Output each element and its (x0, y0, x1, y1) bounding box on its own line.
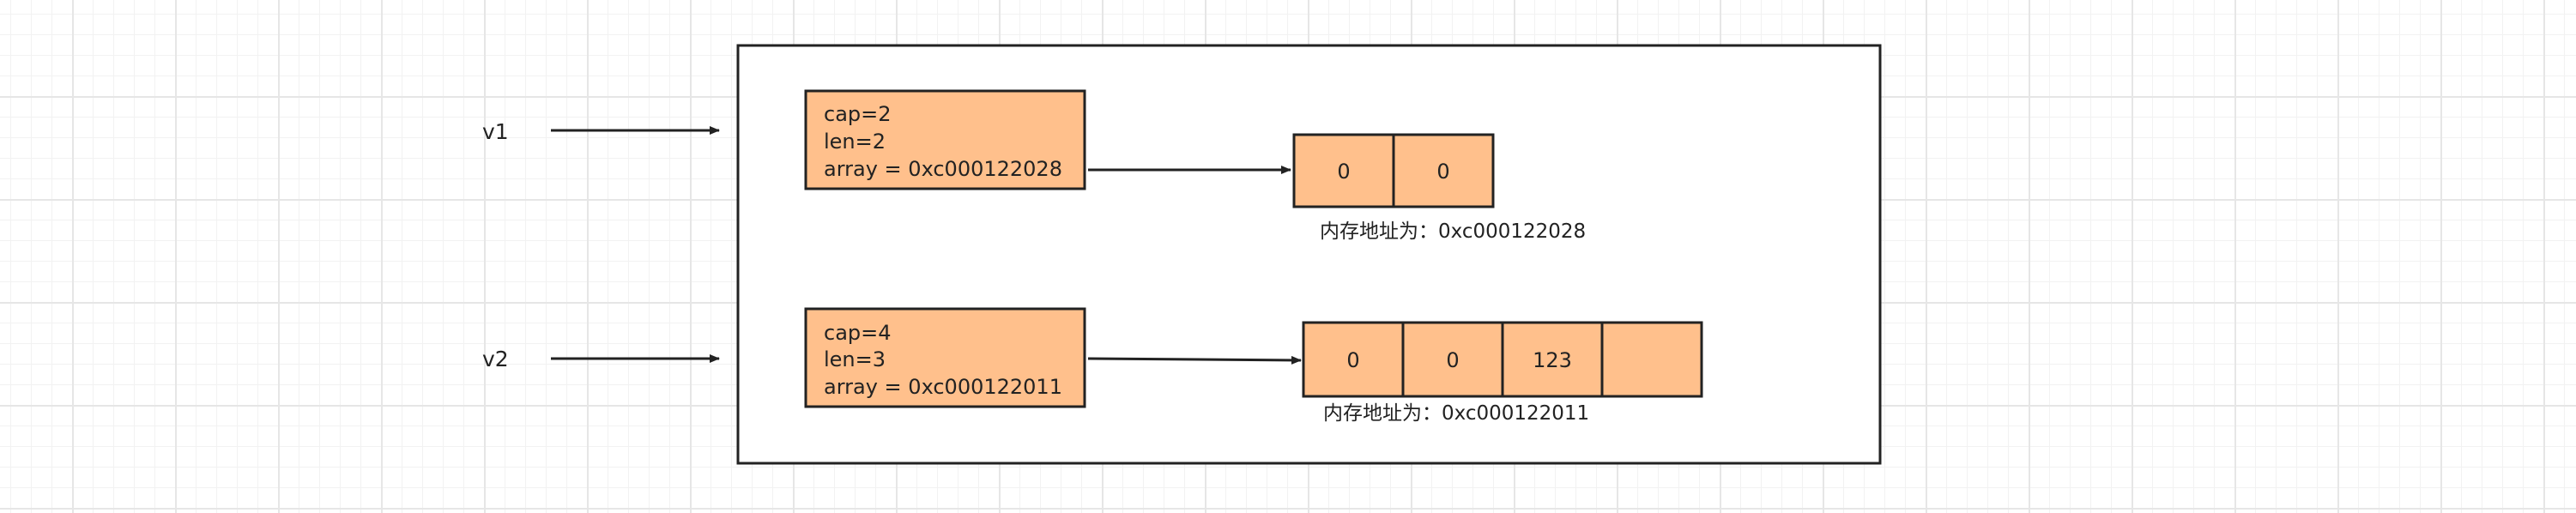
variable-label-v1: v1 (482, 119, 509, 144)
header-len-text: len=2 (824, 130, 886, 154)
array-cell-value: 0 (1346, 348, 1359, 372)
slice-header-v1: cap=2 len=2 array = 0xc000122028 (804, 89, 1086, 190)
header-cap-text: cap=2 (824, 102, 892, 126)
header-cap-text: cap=4 (824, 321, 892, 345)
array-cell (1292, 133, 1395, 208)
header-array-text: array = 0xc000122011 (824, 375, 1062, 399)
array-cell-value: 0 (1446, 348, 1459, 372)
array-address-label: 内存地址为：0xc000122011 (1323, 402, 1589, 425)
backing-array-1: 0 0 内存地址为：0xc000122028 (1292, 133, 1586, 243)
array-cell-value: 0 (1436, 160, 1449, 184)
slice-header-v2: cap=4 len=3 array = 0xc000122011 (804, 307, 1086, 408)
array-address-label: 内存地址为：0xc000122028 (1320, 220, 1586, 243)
array-cell (1501, 321, 1604, 398)
slice-header-box (804, 307, 1086, 408)
arrow-header-v2-to-array (1087, 355, 1302, 365)
slice-header-box (804, 89, 1086, 190)
header-array-text: array = 0xc000122028 (824, 157, 1062, 181)
variable-label-v2: v2 (482, 347, 509, 371)
header-len-text: len=3 (824, 347, 886, 371)
array-cell (1600, 321, 1703, 398)
backing-array-2: 0 0 123 内存地址为：0xc000122011 (1302, 321, 1703, 425)
array-cell-value: 123 (1533, 348, 1572, 372)
array-cell (1392, 133, 1495, 208)
array-cell (1302, 321, 1405, 398)
array-cell-value: 0 (1337, 160, 1350, 184)
